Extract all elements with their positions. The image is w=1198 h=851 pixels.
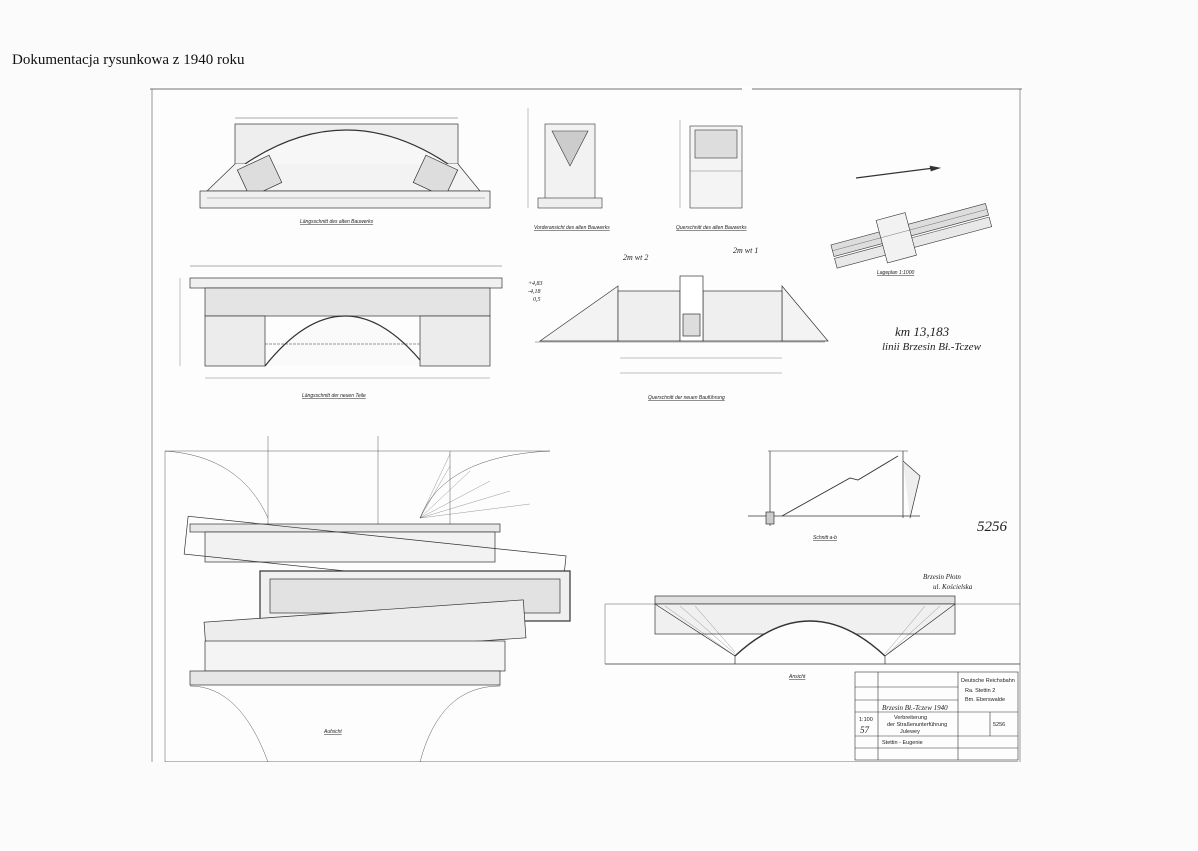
label-long-old: Längsschnitt des alten Bauwerks: [300, 219, 374, 225]
engineering-drawing: Längsschnitt des alten Bauwerks Vorderan…: [150, 86, 1022, 762]
label-section-ab: Schnitt a-b: [813, 535, 837, 541]
sheet-number-hand: 5256: [977, 519, 1008, 535]
tb-scale: 1:100: [859, 717, 873, 723]
label-cross-old: Querschnitt des alten Bauwerks: [676, 225, 747, 231]
label-front-old: Vorderansicht des alten Bauwerks: [534, 225, 610, 231]
section-ab: [748, 450, 921, 526]
level-3: 0,5: [533, 297, 541, 303]
level-1: +4,83: [528, 280, 543, 287]
long-section-old: [199, 117, 491, 209]
cross-section-old: [679, 120, 743, 209]
label-cross-new: Querschnitt der neuen Bauführung: [648, 395, 725, 401]
drawing-canvas: Längsschnitt des alten Bauwerks Vorderan…: [150, 86, 1022, 762]
tb-office: Ra. Stettin 2: [965, 688, 995, 694]
page-caption: Dokumentacja rysunkowa z 1940 roku: [12, 52, 245, 68]
site-plan: [830, 165, 993, 269]
place-note-1: Brzesin Płotn: [923, 573, 961, 581]
plan-view: [164, 436, 571, 762]
level-2: -4,18: [528, 288, 541, 295]
tb-route: Stettin - Eugenie: [882, 740, 923, 746]
tb-stamp: Brzesin Bł.-Tczew 1940: [882, 704, 948, 712]
km-note: km 13,183: [895, 324, 950, 339]
dim-note-1: 2m wt 2: [623, 253, 648, 262]
tb-subject-3: Julewey: [900, 729, 920, 735]
place-note-2: ul. Kościelska: [933, 583, 973, 591]
tb-number-left: 57: [860, 725, 870, 735]
tb-subject-1: Verbreiterung: [894, 715, 927, 721]
line-note: linii Brzesin Bł.-Tczew: [882, 341, 982, 353]
label-elevation: Ansicht: [788, 674, 806, 680]
label-plan: Aufsicht: [323, 729, 342, 735]
label-plan-detail: Lageplan 1:1000: [877, 270, 914, 276]
tb-subject-2: der Straßenunterführung: [887, 722, 947, 728]
tb-org: Deutsche Reichsbahn: [961, 678, 1015, 684]
dim-note-2: 2m wt 1: [733, 246, 758, 255]
elevation-view: [604, 595, 1020, 665]
title-block: [854, 671, 1019, 761]
tb-dept: Bm. Eberswalde: [965, 697, 1005, 703]
long-section-new: [179, 265, 503, 379]
cross-section-new: [535, 275, 829, 374]
label-long-new: Längsschnitt der neuen Teile: [302, 393, 366, 399]
tb-sheet-no: 5256: [993, 722, 1005, 728]
front-view-old: [527, 108, 603, 209]
